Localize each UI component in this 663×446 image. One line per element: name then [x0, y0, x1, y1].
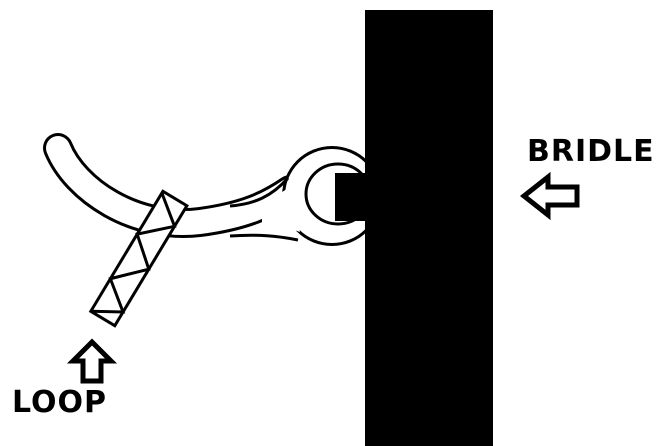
arrow-up-outline-icon — [66, 338, 118, 384]
loop-label: LOOP — [12, 385, 108, 420]
bridle-label: BRIDLE — [527, 134, 655, 169]
hook-neck-top — [229, 177, 290, 208]
eye-attachment-block — [335, 173, 369, 221]
loop-wrap — [88, 189, 189, 328]
bridle-bar — [365, 10, 493, 446]
arrow-left-outline-icon — [519, 171, 580, 221]
loop-wrap-zigzag — [90, 192, 177, 314]
hook — [43, 133, 382, 246]
hook-neck-bottom — [229, 233, 299, 242]
hook-neck-fill — [262, 186, 300, 232]
